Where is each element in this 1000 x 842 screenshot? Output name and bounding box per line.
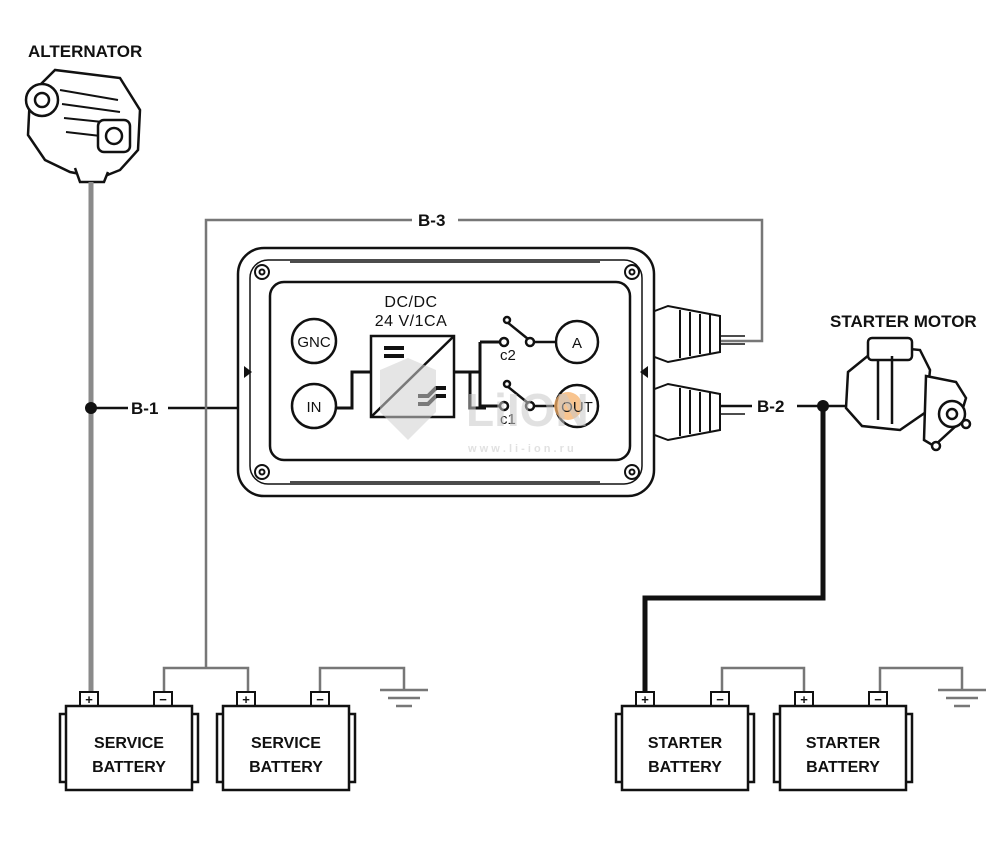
terminal-a: A: [554, 319, 600, 365]
battery-service-2: + − SERVICE BATTERY: [215, 691, 357, 792]
b2-label: B-2: [757, 397, 784, 416]
starter-motor-label: STARTER MOTOR: [830, 312, 977, 331]
battery-label-line1: STARTER: [648, 735, 723, 752]
terminal-in-label: IN: [307, 399, 322, 416]
battery-label-line2: BATTERY: [806, 759, 880, 776]
battery-plus-label: +: [641, 692, 649, 707]
alternator-icon: [24, 68, 142, 184]
switch-c1-label: c1: [500, 411, 516, 428]
battery-service-1: + − SERVICE BATTERY: [58, 691, 200, 792]
terminal-a-label: A: [572, 335, 582, 352]
watermark-url: w w w . l i - i o n . r u: [467, 443, 574, 455]
battery-plus-label: +: [85, 692, 93, 707]
starter-series-wire: [720, 666, 806, 698]
terminal-gnc-label: GNC: [297, 334, 331, 351]
battery-minus-label: −: [159, 692, 167, 707]
battery-label-line2: BATTERY: [249, 759, 323, 776]
alternator-label: ALTERNATOR: [28, 42, 142, 61]
battery-plus-label: +: [800, 692, 808, 707]
switch-c2-label: c2: [500, 347, 516, 364]
switch-c2-symbol: [498, 315, 556, 348]
battery-minus-label: −: [874, 692, 882, 707]
battery-starter-1: + − STARTER BATTERY: [614, 691, 756, 792]
terminal-gnc: GNC: [290, 317, 338, 365]
terminal-in: IN: [290, 382, 338, 430]
switch-c1-symbol: [498, 379, 556, 412]
watermark: LiION w w w . l i - i o n . r u: [380, 358, 589, 455]
starter-motor-icon: [844, 336, 972, 452]
battery-minus-label: −: [316, 692, 324, 707]
b3-label: B-3: [418, 211, 445, 230]
service-ground-icon: [380, 688, 428, 708]
battery-minus-label: −: [716, 692, 724, 707]
battery-label-line2: BATTERY: [648, 759, 722, 776]
b3-wire: [204, 218, 412, 668]
cable-gland-bottom: [651, 382, 721, 442]
battery-label-line1: SERVICE: [251, 735, 321, 752]
service-series-wire: [162, 666, 250, 698]
cable-gland-top: [651, 304, 721, 364]
module-title-line2: 24 V/1CA: [375, 313, 447, 330]
starter-ground-wire: [878, 666, 964, 698]
dcdc-module: DC/DC 24 V/1CA c2: [236, 246, 745, 498]
watermark-brand: LiION: [466, 384, 589, 436]
battery-plus-label: +: [242, 692, 250, 707]
service-ground-wire: [318, 666, 406, 698]
b1-label: B-1: [131, 399, 158, 418]
battery-starter-2: + − STARTER BATTERY: [772, 691, 914, 792]
battery-label-line1: SERVICE: [94, 735, 164, 752]
terminal-out-label: OUT: [561, 399, 593, 416]
terminal-out: OUT: [554, 383, 600, 429]
battery-label-line2: BATTERY: [92, 759, 166, 776]
starter-ground-icon: [938, 688, 986, 708]
battery-label-line1: STARTER: [806, 735, 881, 752]
starter-battery-wire: [642, 406, 826, 700]
module-title-line1: DC/DC: [384, 294, 437, 311]
